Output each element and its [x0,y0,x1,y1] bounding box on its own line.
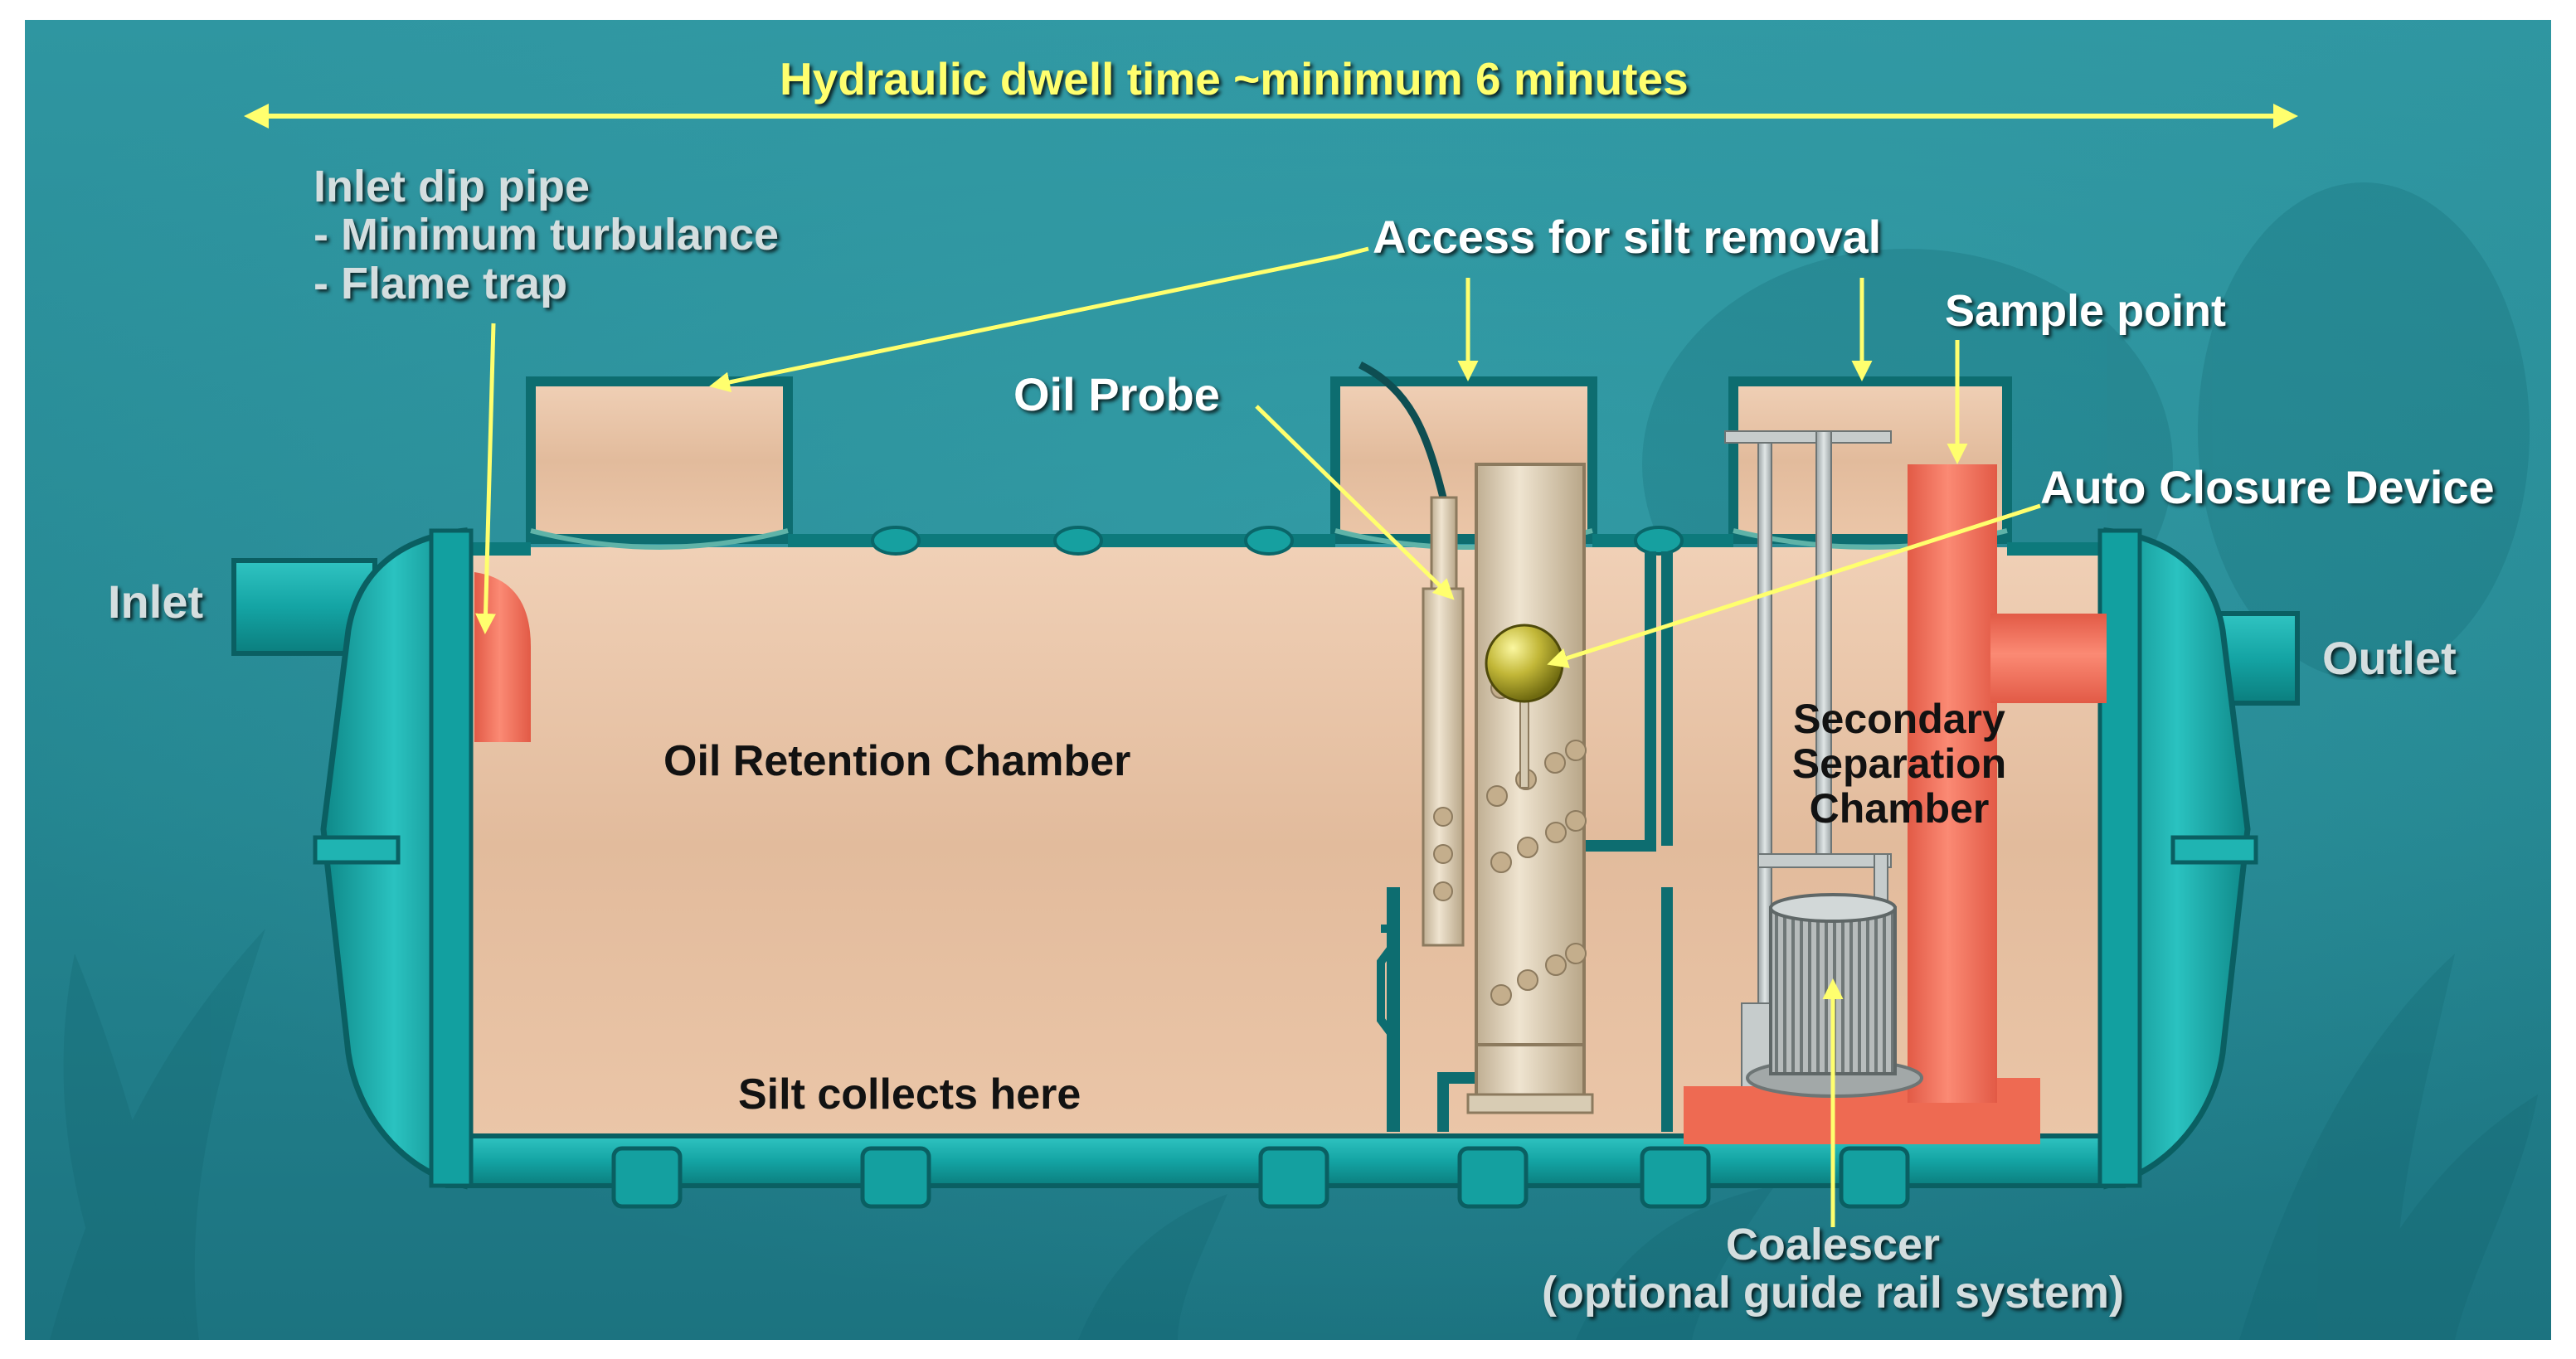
oil-probe-label: Oil Probe [1013,368,1220,420]
oil-retention-chamber-label: Oil Retention Chamber [663,737,1131,785]
access-silt-removal-label: Access for silt removal [1373,211,1882,263]
sample-point-label: Sample point [1945,286,2227,336]
inlet-dip-pipe-line3: - Flame trap [313,258,568,308]
secondary-separation-chamber-label: Secondary Separation Chamber [1750,696,2049,831]
secondary-line1: Secondary [1793,696,2005,742]
auto-closure-device-label: Auto Closure Device [2040,461,2495,513]
inlet-dip-pipe-line2: - Minimum turbulance [313,210,780,260]
silt-collects-label: Silt collects here [738,1070,1081,1119]
coalescer-line1: Coalescer [1725,1220,1941,1269]
outlet-label: Outlet [2322,632,2457,684]
dwell-time-title: Hydraulic dwell time ~minimum 6 minutes [780,53,1689,104]
secondary-line2: Separation [1791,740,2007,787]
secondary-line3: Chamber [1809,785,1990,832]
inlet-dip-pipe-line1: Inlet dip pipe [313,162,590,211]
inlet-dip-pipe-label: Inlet dip pipe - Minimum turbulance - Fl… [313,163,779,308]
coalescer-label: Coalescer (optional guide rail system) [1476,1221,2190,1318]
inlet-label: Inlet [108,575,204,628]
coalescer-line2: (optional guide rail system) [1541,1268,2125,1318]
